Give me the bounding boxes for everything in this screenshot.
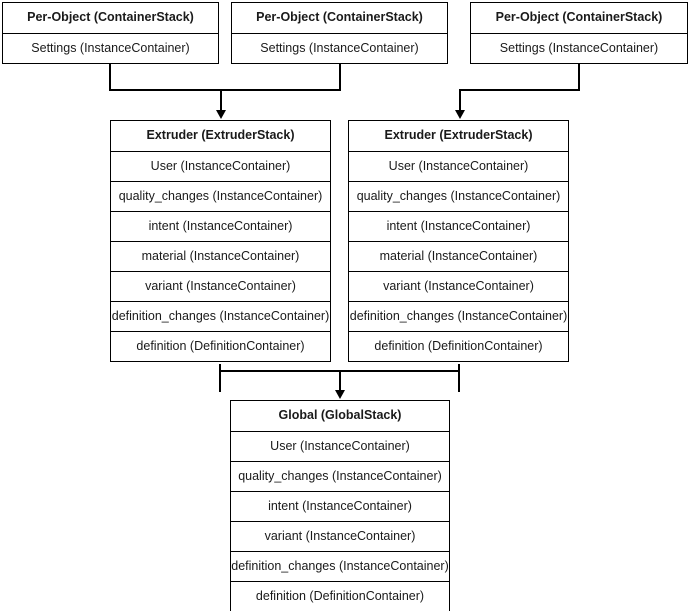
- node-row-settings: Settings (InstanceContainer): [471, 33, 687, 63]
- node-row-user: User (InstanceContainer): [231, 431, 449, 461]
- edge-merge-bar-extruder1: [109, 89, 341, 91]
- node-per-object-3[interactable]: Per-Object (ContainerStack) Settings (In…: [470, 2, 688, 64]
- node-row-quality-changes: quality_changes (InstanceContainer): [231, 461, 449, 491]
- node-row-intent: intent (InstanceContainer): [231, 491, 449, 521]
- edge-segment-extruder1-down: [219, 364, 221, 392]
- node-row-definition-changes: definition_changes (InstanceContainer): [231, 551, 449, 581]
- edge-segment-perobject1-down: [109, 61, 111, 90]
- node-global[interactable]: Global (GlobalStack) User (InstanceConta…: [230, 400, 450, 611]
- edge-segment-to-extruder2: [459, 89, 461, 111]
- node-row-variant: variant (InstanceContainer): [231, 521, 449, 551]
- arrow-head-global: [334, 390, 345, 399]
- node-row-definition: definition (DefinitionContainer): [231, 581, 449, 611]
- node-extruder-1[interactable]: Extruder (ExtruderStack) User (InstanceC…: [110, 120, 331, 362]
- edge-segment-perobject3-down: [578, 61, 580, 90]
- edge-bar-extruder2: [459, 89, 580, 91]
- node-header-per-object-1: Per-Object (ContainerStack): [3, 3, 218, 33]
- node-per-object-2[interactable]: Per-Object (ContainerStack) Settings (In…: [231, 2, 448, 64]
- node-row-definition: definition (DefinitionContainer): [111, 331, 330, 361]
- node-row-definition-changes: definition_changes (InstanceContainer): [349, 301, 568, 331]
- node-row-intent: intent (InstanceContainer): [349, 211, 568, 241]
- node-header-extruder-2: Extruder (ExtruderStack): [349, 121, 568, 151]
- node-row-material: material (InstanceContainer): [111, 241, 330, 271]
- node-row-settings: Settings (InstanceContainer): [3, 33, 218, 63]
- node-row-definition: definition (DefinitionContainer): [349, 331, 568, 361]
- node-extruder-2[interactable]: Extruder (ExtruderStack) User (InstanceC…: [348, 120, 569, 362]
- node-row-variant: variant (InstanceContainer): [349, 271, 568, 301]
- node-row-user: User (InstanceContainer): [111, 151, 330, 181]
- node-per-object-1[interactable]: Per-Object (ContainerStack) Settings (In…: [2, 2, 219, 64]
- edge-segment-to-global: [339, 370, 341, 391]
- node-header-extruder-1: Extruder (ExtruderStack): [111, 121, 330, 151]
- edge-segment-perobject2-down: [339, 61, 341, 90]
- node-header-global: Global (GlobalStack): [231, 401, 449, 431]
- node-row-quality-changes: quality_changes (InstanceContainer): [111, 181, 330, 211]
- node-row-definition-changes: definition_changes (InstanceContainer): [111, 301, 330, 331]
- node-row-user: User (InstanceContainer): [349, 151, 568, 181]
- arrow-head-extruder2: [454, 110, 465, 119]
- edge-segment-extruder2-down: [458, 364, 460, 392]
- node-row-variant: variant (InstanceContainer): [111, 271, 330, 301]
- edge-segment-to-extruder1: [220, 89, 222, 111]
- node-row-quality-changes: quality_changes (InstanceContainer): [349, 181, 568, 211]
- node-header-per-object-3: Per-Object (ContainerStack): [471, 3, 687, 33]
- node-row-intent: intent (InstanceContainer): [111, 211, 330, 241]
- node-row-settings: Settings (InstanceContainer): [232, 33, 447, 63]
- node-row-material: material (InstanceContainer): [349, 241, 568, 271]
- arrow-head-extruder1: [215, 110, 226, 119]
- node-header-per-object-2: Per-Object (ContainerStack): [232, 3, 447, 33]
